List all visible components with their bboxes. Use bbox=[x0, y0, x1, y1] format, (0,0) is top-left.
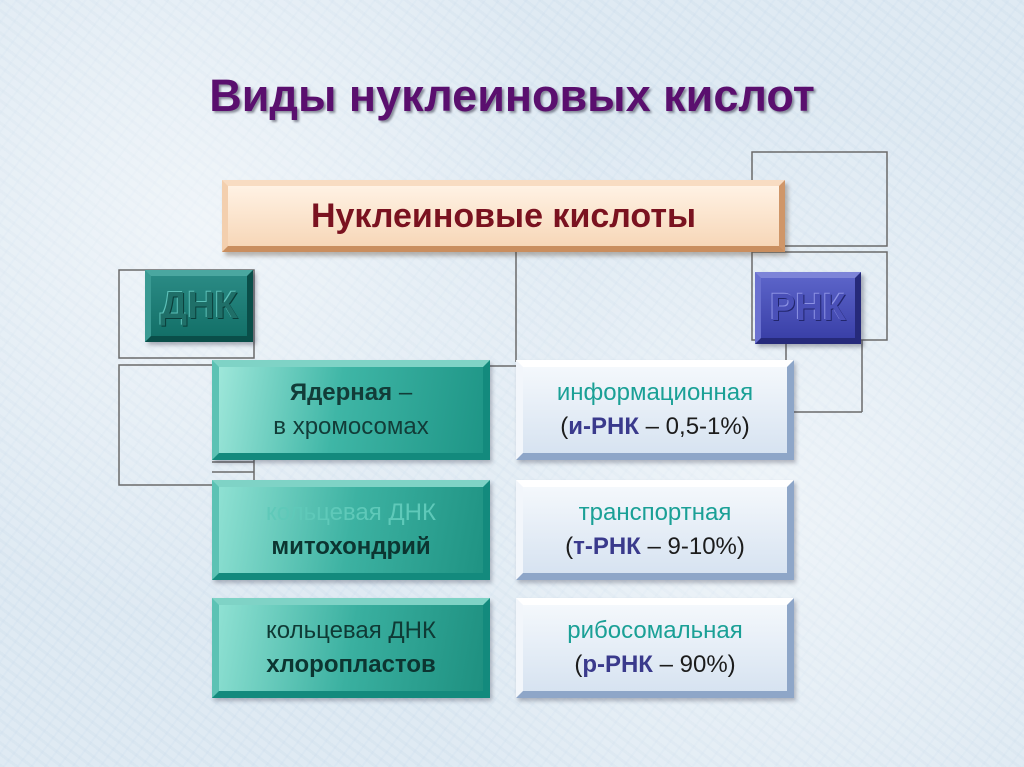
dna-item-chloroplasts-line1: кольцевая ДНК bbox=[266, 617, 436, 644]
rna-item-transfer-abbr: т-РНК bbox=[573, 533, 641, 560]
dna-item-nuclear: Ядерная – в хромосомах bbox=[212, 360, 490, 460]
dna-category-label: ДНК bbox=[160, 284, 238, 327]
rna-item-ribosomal-name: рибосомальная bbox=[567, 617, 743, 644]
rna-item-messenger-name: информационная bbox=[556, 379, 754, 406]
dna-category-box: ДНК bbox=[145, 270, 253, 342]
dna-item-nuclear-title: Ядерная bbox=[289, 379, 393, 406]
rna-item-ribosomal-abbr: р-РНК bbox=[582, 651, 653, 678]
rna-item-messenger-abbr: и-РНК bbox=[568, 413, 639, 440]
rna-item-ribosomal-open: ( bbox=[574, 651, 583, 678]
dna-item-nuclear-location: в хромосомах bbox=[273, 413, 429, 440]
rna-item-transfer-name: транспортная bbox=[578, 499, 732, 526]
root-node-nucleic-acids: Нуклеиновые кислоты bbox=[222, 180, 785, 252]
dna-item-chloroplasts-line2: хлоропластов bbox=[266, 651, 436, 678]
dna-item-nuclear-dash: – bbox=[392, 379, 413, 406]
dna-item-mitochondria-line2: митохондрий bbox=[271, 533, 431, 560]
page-title: Виды нуклеиновых кислот bbox=[209, 70, 815, 121]
rna-item-ribosomal: рибосомальная (р-РНК – 90%) bbox=[516, 598, 794, 698]
rna-category-label: РНК bbox=[770, 286, 846, 329]
rna-item-messenger: информационная (и-РНК – 0,5-1%) bbox=[516, 360, 794, 460]
dna-item-mitochondria: кольцевая ДНК митохондрий bbox=[212, 480, 490, 580]
dna-item-chloroplasts: кольцевая ДНК хлоропластов bbox=[212, 598, 490, 698]
rna-item-messenger-open: ( bbox=[560, 413, 569, 440]
root-node-label: Нуклеиновые кислоты bbox=[310, 196, 697, 235]
rna-item-messenger-share: – 0,5-1%) bbox=[639, 413, 750, 440]
rna-item-transfer-share: – 9-10%) bbox=[640, 533, 745, 560]
rna-item-transfer-open: ( bbox=[565, 533, 574, 560]
dna-item-mitochondria-line1: кольцевая ДНК bbox=[266, 499, 436, 526]
rna-category-box: РНК bbox=[755, 272, 861, 344]
rna-item-transfer: транспортная (т-РНК – 9-10%) bbox=[516, 480, 794, 580]
rna-item-ribosomal-share: – 90%) bbox=[652, 651, 736, 678]
